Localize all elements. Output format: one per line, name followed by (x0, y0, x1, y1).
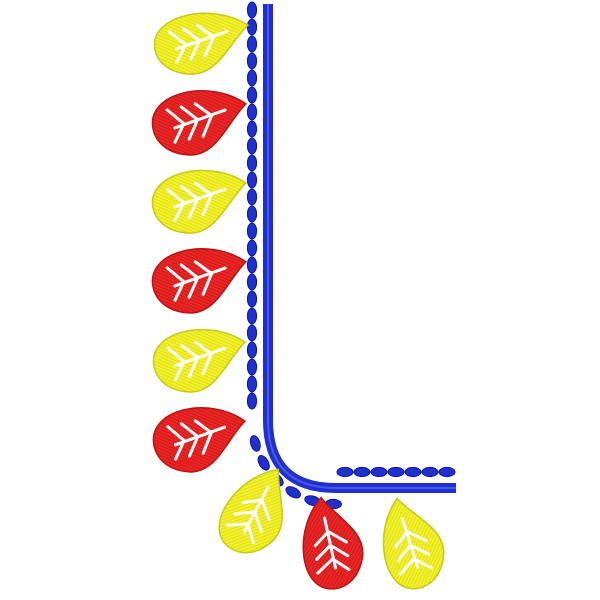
blue-bead (246, 239, 258, 257)
blue-border (246, 1, 456, 510)
blue-bead (438, 466, 456, 478)
blue-bead (257, 455, 270, 471)
blue-bead (246, 392, 258, 410)
leaf-vein (313, 516, 351, 575)
blue-bead (246, 1, 258, 19)
leaf-vein (165, 102, 227, 144)
leaf-body (302, 496, 364, 590)
blue-bead (246, 341, 258, 359)
blue-bead (336, 466, 354, 478)
blue-border-outer-line (263, 4, 456, 493)
blue-bead (404, 466, 422, 478)
leaf-vein (225, 485, 271, 544)
blue-bead (246, 273, 258, 291)
red-leaf (151, 248, 248, 314)
red-leaf (151, 90, 248, 156)
blue-bead (246, 375, 258, 393)
blue-bead (246, 188, 258, 206)
blue-bead (246, 69, 258, 87)
leaf-vein (166, 419, 227, 461)
leaf-body (151, 169, 248, 234)
yellow-leaf (152, 328, 247, 393)
red-leaf (302, 496, 364, 590)
leaf-garland (151, 12, 445, 590)
leaf-body (153, 12, 250, 75)
blue-bead (353, 466, 371, 478)
leaf-body (152, 328, 247, 393)
blue-bead (246, 205, 258, 223)
blue-bead (249, 435, 261, 452)
blue-bead (246, 171, 258, 189)
blue-bead (246, 137, 258, 155)
blue-bead (246, 52, 258, 70)
leaf-vein (165, 181, 227, 223)
blue-bead (246, 154, 258, 172)
red-leaf (152, 407, 247, 473)
blue-bead (246, 290, 258, 308)
blue-bead (421, 466, 439, 478)
blue-bead (370, 466, 388, 478)
blue-bead (246, 358, 258, 376)
leaf-body (152, 407, 247, 473)
yellow-leaf (151, 169, 248, 234)
leaf-body (151, 248, 248, 314)
blue-border-inner-highlight (267, 4, 456, 489)
leaf-vein (166, 340, 227, 382)
blue-bead (246, 120, 258, 138)
blue-bead (246, 86, 258, 104)
blue-bead (246, 222, 258, 240)
blue-bead (246, 103, 258, 121)
blue-bead (246, 18, 258, 36)
leaf-vein (394, 517, 433, 576)
blue-bead (246, 307, 258, 325)
yellow-leaf (382, 497, 445, 590)
blue-bead (246, 35, 258, 53)
blue-bead-chain (246, 1, 456, 510)
blue-bead (246, 324, 258, 342)
blue-bead (387, 466, 405, 478)
leaf-body (151, 90, 248, 156)
leaf-vein (167, 24, 229, 64)
leaf-vein (165, 260, 227, 302)
yellow-leaf (153, 12, 250, 75)
blue-bead (246, 256, 258, 274)
yellow-leaf (218, 468, 283, 554)
leaf-body (382, 497, 445, 590)
blue-bead (285, 486, 301, 499)
